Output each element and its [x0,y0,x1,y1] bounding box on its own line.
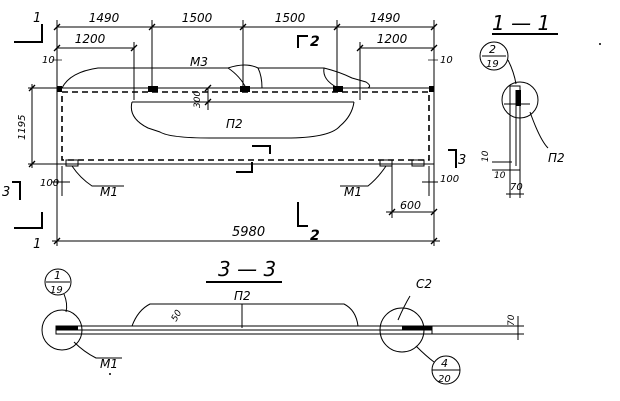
callout-leader [507,59,517,85]
section-1-top-mark [14,24,43,43]
label-c2-3-3: С2 [416,277,432,291]
c2-leader [397,295,411,321]
section-3-right-label: 3 [458,153,466,168]
dim-1490-left: 1490 [89,11,120,25]
label-p2-1-1: П2 [548,151,565,165]
plate-bottom-left [65,159,79,167]
dim-10-left: 10 [42,55,55,66]
dim-1500-b: 1500 [275,11,306,25]
dim-1200-right: 1200 [377,32,408,46]
dim-100-right: 100 [440,174,459,185]
m1-leader-right [340,165,387,187]
label-m1-3-3: М1 [100,357,118,371]
dim-600: 600 [400,199,421,212]
callout-left-num: 1 [54,269,61,282]
m1-leader-left [71,165,124,187]
detail-circle-right-3-3 [379,307,425,353]
label-p2-plan: П2 [226,117,243,131]
plate-bottom-mid [379,159,393,167]
callout-right-num: 4 [441,357,448,370]
dim-10-a-1-1: 10 [481,150,491,162]
section-1-top-label: 1 [33,11,41,26]
callout-2-sheet: 19 [486,59,499,70]
section-1-1-title: 1 — 1 [492,11,550,35]
detail-circle-left-3-3 [41,309,83,351]
m1-leader-3-3 [73,341,122,359]
dim-70-1-1: 70 [510,182,523,193]
p2-outline-3-3 [131,303,359,327]
section-2-bottom-mark [297,202,308,227]
section-2-top-label: 2 [310,34,320,50]
dim-10-right: 10 [440,55,453,66]
m3-leader-outline [61,64,371,89]
plate-top [148,86,158,92]
dim-300: 300 [193,91,203,108]
dim-1500-a: 1500 [182,11,213,25]
dim-50-3-3: 50 [170,308,185,323]
label-m1-right: М1 [344,185,362,199]
section-3-3: 3 — 3 П2 50 1 19 М1 С2 4 20 70 [41,257,524,385]
plan-view: 1490 1500 1500 1490 1200 1200 10 10 М3 [2,11,466,252]
plate-top [333,86,343,92]
plate-bottom-right [411,159,425,167]
p2-outline [130,101,355,139]
section-mid-mark [252,145,271,154]
label-m3: М3 [190,55,208,69]
section-3-right-mark [448,149,457,168]
dim-10-b-1-1: 10 [494,171,506,181]
callout-right-sheet: 20 [438,374,451,385]
dim-100-left: 100 [40,178,59,189]
section-2-top-mark [297,35,308,48]
section-1-bottom-mark [14,212,43,229]
dim-1200-left: 1200 [75,32,106,46]
callout-1-19 [44,268,72,296]
plate-top [240,86,250,92]
section-mid-mark-2 [236,162,253,173]
dim-70-3-3: 70 [507,314,517,326]
section-1-bottom-label: 1 [33,237,41,252]
panel-outer [56,87,435,165]
dim-1195: 1195 [17,115,28,140]
dim-1490-right: 1490 [370,11,401,25]
label-m1-left: М1 [100,185,118,199]
label-p2-3-3: П2 [234,289,251,303]
callout-2-num: 2 [489,43,496,56]
section-1-1: 1 — 1 2 19 П2 10 10 70 [479,11,565,198]
callout-left-sheet: 19 [50,285,63,296]
section-1-1-body [509,85,521,171]
section-3-left-mark [12,181,21,200]
section-2-bottom-label: 2 [310,228,320,244]
dim-5980: 5980 [232,225,265,240]
p2-leader-1-1 [529,111,549,149]
callout-2-19 [479,41,509,71]
section-3-left-label: 3 [2,185,10,200]
section-3-3-title: 3 — 3 [218,257,276,281]
